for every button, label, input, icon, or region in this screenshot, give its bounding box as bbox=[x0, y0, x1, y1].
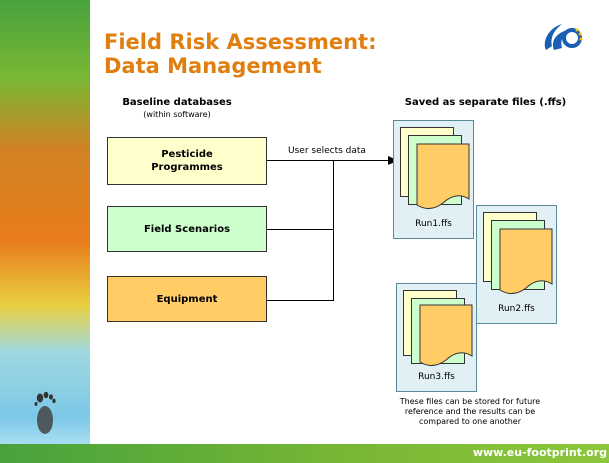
connector-field bbox=[267, 229, 334, 230]
pesticide-label-line-2: Programmes bbox=[151, 162, 223, 173]
field-scenarios-box: Field Scenarios bbox=[107, 206, 267, 252]
pesticide-programmes-box: Pesticide Programmes bbox=[107, 137, 267, 185]
doc-front-page-icon bbox=[419, 304, 473, 366]
footprint-icon bbox=[34, 391, 56, 434]
doc-front-page-icon bbox=[416, 143, 470, 209]
file-name-run3: Run3.ffs bbox=[418, 372, 455, 382]
page-title: Field Risk Assessment: Data Management bbox=[104, 30, 376, 78]
eu-sixth-framework-logo-icon bbox=[544, 24, 583, 50]
user-selects-data-label: User selects data bbox=[288, 146, 366, 156]
file-name-run1: Run1.ffs bbox=[415, 219, 452, 229]
connector-vertical bbox=[333, 160, 334, 301]
title-line-2: Data Management bbox=[104, 54, 322, 78]
equipment-box: Equipment bbox=[107, 276, 267, 322]
pesticide-label-line-1: Pesticide bbox=[161, 149, 213, 160]
files-note: These files can be stored for future ref… bbox=[399, 397, 541, 426]
connector-equipment bbox=[267, 300, 334, 301]
connector-pesticide bbox=[267, 160, 334, 161]
file-run1: Run1.ffs bbox=[393, 120, 474, 239]
title-line-1: Field Risk Assessment: bbox=[104, 30, 377, 54]
saved-files-header: Saved as separate files (.ffs) bbox=[404, 97, 567, 108]
footer-url-link[interactable]: www.eu-footprint.org bbox=[472, 446, 607, 459]
baseline-databases-subheader: (within software) bbox=[143, 110, 211, 119]
doc-front-page-icon bbox=[499, 228, 553, 294]
footer-bar: www.eu-footprint.org bbox=[0, 444, 609, 463]
decorative-sidebar bbox=[0, 0, 90, 463]
file-run2: Run2.ffs bbox=[476, 205, 557, 324]
file-name-run2: Run2.ffs bbox=[498, 304, 535, 314]
file-run3: Run3.ffs bbox=[396, 283, 477, 392]
baseline-databases-header: Baseline databases bbox=[122, 97, 232, 108]
connector-arrow-line bbox=[334, 160, 390, 161]
